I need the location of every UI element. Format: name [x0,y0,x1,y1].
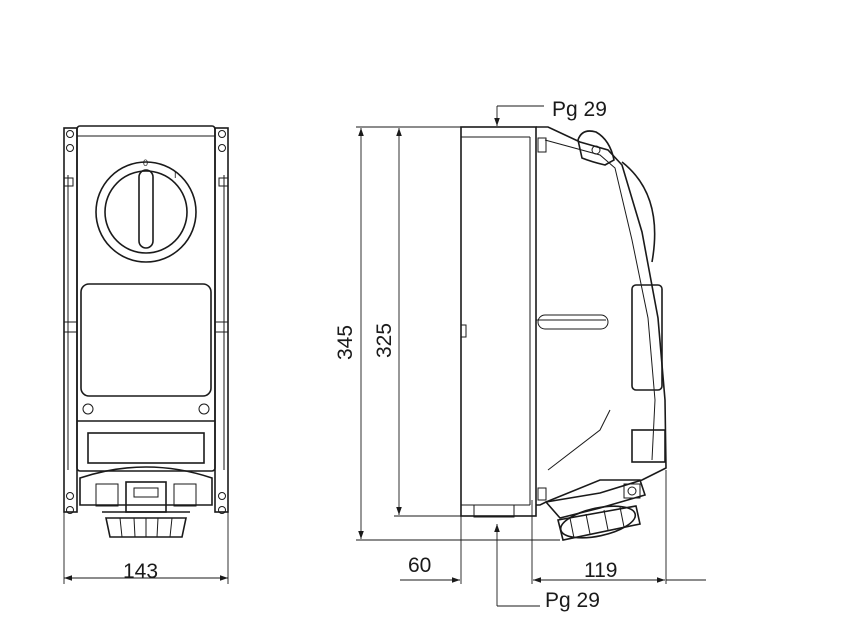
height-dimensions: 345 325 [334,126,560,541]
rear-body [460,126,537,517]
side-view: 345 325 60 119 Pg 29 Pg 29 [334,98,706,612]
socket-collar [79,466,213,538]
depth-119-label: 119 [584,559,617,582]
gland-bottom-label: Pg 29 [545,589,600,612]
label-window [80,283,212,397]
switch-knob-profile [621,161,656,263]
width-143-label: 143 [123,560,158,583]
height-345-label: 345 [334,325,357,360]
lid-hinge [577,130,615,166]
gland-callouts: Pg 29 Pg 29 [494,98,607,612]
depth-dimensions: 60 119 [400,470,706,584]
rotary-switch: 0 I [95,158,197,263]
side-lid-latch [631,429,666,463]
rail-screws [63,130,229,514]
angled-socket [544,479,647,541]
socket-lid-plate [87,432,205,464]
switch-mark-off: 0 [143,158,148,168]
height-325-label: 325 [373,323,396,358]
front-housing-profile [536,126,667,506]
front-housing [76,125,216,472]
gland-top-label: Pg 29 [552,98,607,121]
side-label-window [631,284,663,391]
depth-60-label: 60 [408,554,431,577]
switch-mark-on: I [174,170,177,180]
front-view: 0 I 143 [63,125,229,584]
front-width-dimension: 143 [63,512,229,584]
